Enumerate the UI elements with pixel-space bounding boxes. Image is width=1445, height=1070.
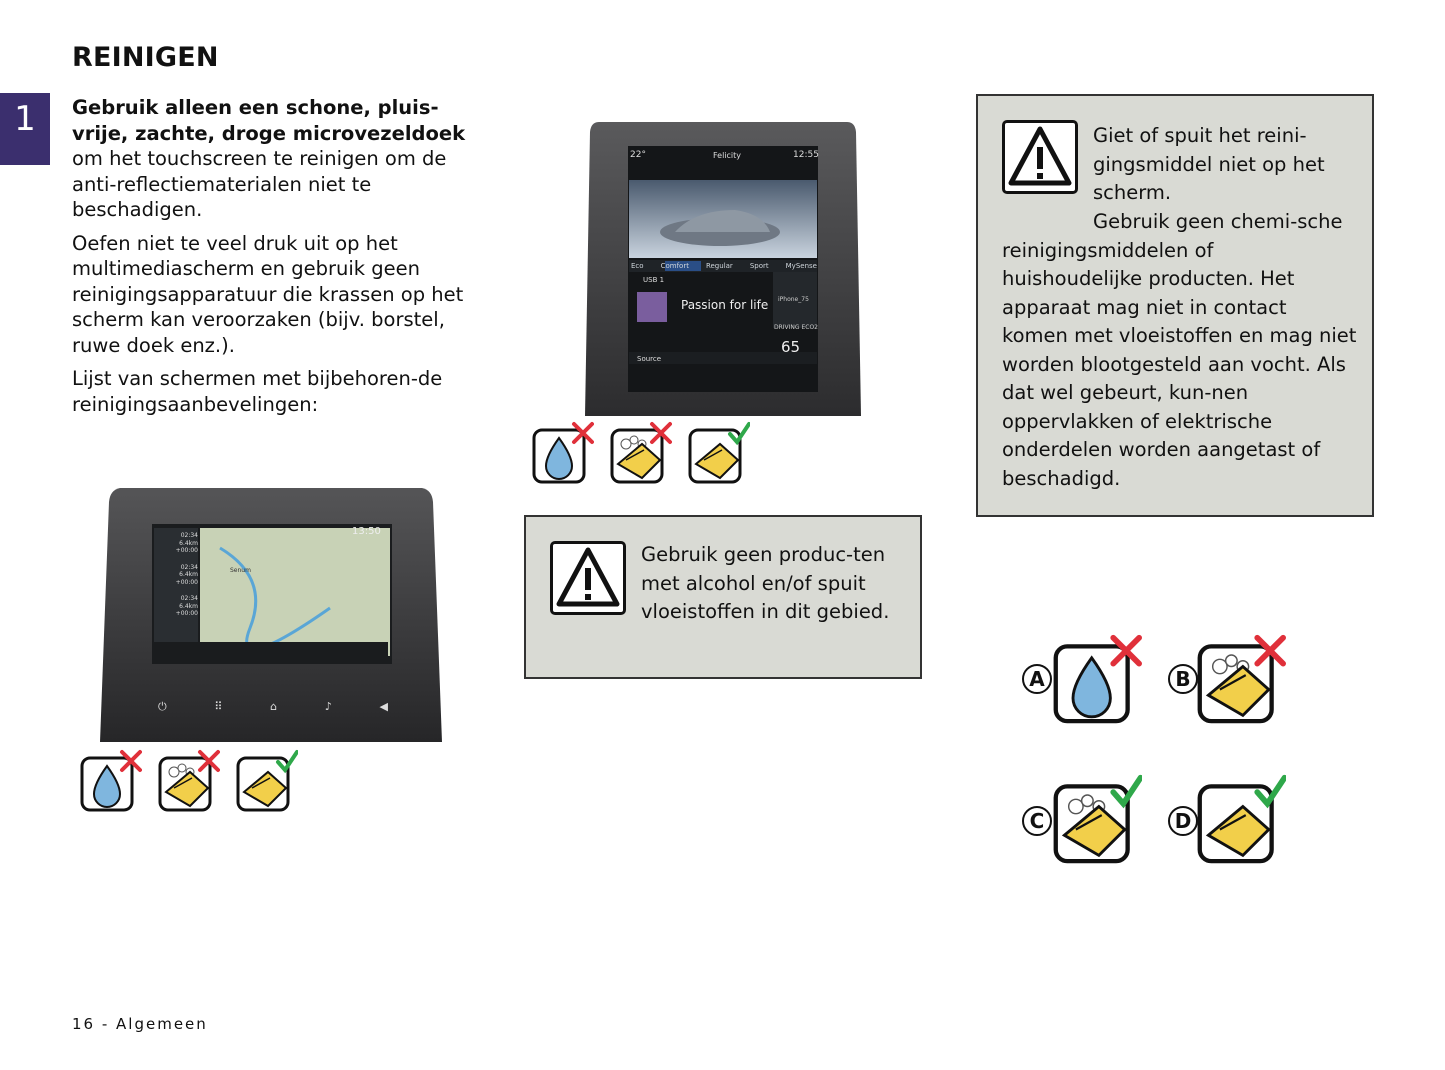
warning-box-center: Gebruik geen produc-ten met alcohol en/o… [524, 515, 922, 679]
home-icon[interactable]: ⌂ [270, 700, 278, 713]
warning-icon [550, 541, 626, 615]
legend-label-a: A [1022, 664, 1052, 694]
landscape-time: 13:50 [352, 526, 381, 537]
route-item[interactable]: 02:34 6.4km +00:00 [175, 532, 198, 554]
legend-label-d: D [1168, 806, 1198, 836]
route-item[interactable]: 02:34 6.4km +00:00 [175, 595, 198, 617]
portrait-score: 65 [781, 338, 801, 356]
intro-text: Gebruik alleen een schone, pluis-vrije, … [72, 95, 472, 425]
portrait-source-button[interactable]: Source [637, 355, 662, 363]
legend-label-b: B [1168, 664, 1198, 694]
tab-regular[interactable]: Regular [705, 262, 733, 270]
water-forbidden-icon [1050, 632, 1142, 724]
voice-icon[interactable]: ♪ [324, 700, 332, 713]
cleaner-cloth-forbidden-icon [1194, 632, 1286, 724]
route-item[interactable]: 02:34 6.4km +00:00 [175, 563, 198, 586]
warning-center-text: Gebruik geen produc-ten met alcohol en/o… [641, 543, 890, 623]
intro-rest: om het touchscreen te reinigen om de ant… [72, 147, 447, 221]
intro-bold: Gebruik alleen een schone, pluis-vrije, … [72, 96, 466, 145]
intro-paragraph-2: Oefen niet te veel druk uit op het multi… [72, 231, 464, 357]
dry-cloth-allowed-icon [1194, 772, 1286, 864]
water-forbidden-icon [80, 750, 142, 812]
legend-label-c: C [1022, 806, 1052, 836]
power-icon[interactable]: ⏻ [158, 700, 167, 713]
chapter-tab: 1 [0, 93, 50, 165]
tab-comfort[interactable]: Comfort [660, 262, 689, 270]
cleaner-cloth-allowed-icon [1050, 772, 1142, 864]
apps-icon[interactable]: ⠿ [214, 700, 223, 713]
warning-right-text-2: Gebruik geen chemi-sche reinigingsmiddel… [1002, 210, 1357, 490]
water-forbidden-icon [532, 422, 594, 484]
cleaner-cloth-forbidden-icon [610, 422, 672, 484]
portrait-profile[interactable]: Felicity [713, 151, 742, 160]
dry-cloth-allowed-icon [688, 422, 750, 484]
portrait-device-label: iPhone_75 [778, 296, 809, 303]
portrait-source-label: USB 1 [643, 276, 665, 284]
portrait-track: Passion for life [681, 298, 769, 312]
portrait-mode-tabs: Eco Comfort Regular Sport MySense [631, 262, 817, 270]
cleaner-cloth-forbidden-icon [158, 750, 220, 812]
landscape-bottom-buttons: ⏻ ⠿ ⌂ ♪ ◀ [158, 700, 388, 714]
tab-sport[interactable]: Sport [749, 262, 769, 270]
landscape-screen-device: 13:50 Senum 02:34 6.4km +00:00 02:34 6.4… [100, 488, 442, 742]
dry-cloth-allowed-icon [236, 750, 298, 812]
page-footer: 16 - Algemeen [72, 1015, 208, 1033]
portrait-time: 12:55 [793, 150, 819, 160]
portrait-temp: 22° [630, 150, 646, 160]
portrait-screen-device: 22° Felicity 12:55 Eco Comfort Regular S… [585, 122, 861, 416]
legend-icons: A B C D [1018, 632, 1288, 864]
icon-row-portrait [530, 420, 750, 484]
intro-paragraph-3: Lijst van schermen met bijbehoren-de rei… [72, 367, 443, 416]
warning-icon [1002, 120, 1078, 194]
warning-box-right: Giet of spuit het reini-gingsmiddel niet… [976, 94, 1374, 517]
warning-right-text-1: Giet of spuit het reini-gingsmiddel niet… [1093, 124, 1325, 204]
volume-icon[interactable]: ◀ [379, 700, 388, 713]
landscape-map-label: Senum [230, 567, 251, 574]
tab-eco[interactable]: Eco [631, 262, 644, 270]
portrait-eco-label: DRIVING ECO2 [774, 324, 818, 331]
tab-mysense[interactable]: MySense [785, 262, 817, 270]
intro-paragraph-1: Gebruik alleen een schone, pluis-vrije, … [72, 95, 472, 223]
page-title: REINIGEN [72, 42, 219, 73]
landscape-route-list: 02:34 6.4km +00:00 02:34 6.4km +00:00 02… [158, 532, 198, 618]
icon-row-landscape [78, 748, 298, 812]
